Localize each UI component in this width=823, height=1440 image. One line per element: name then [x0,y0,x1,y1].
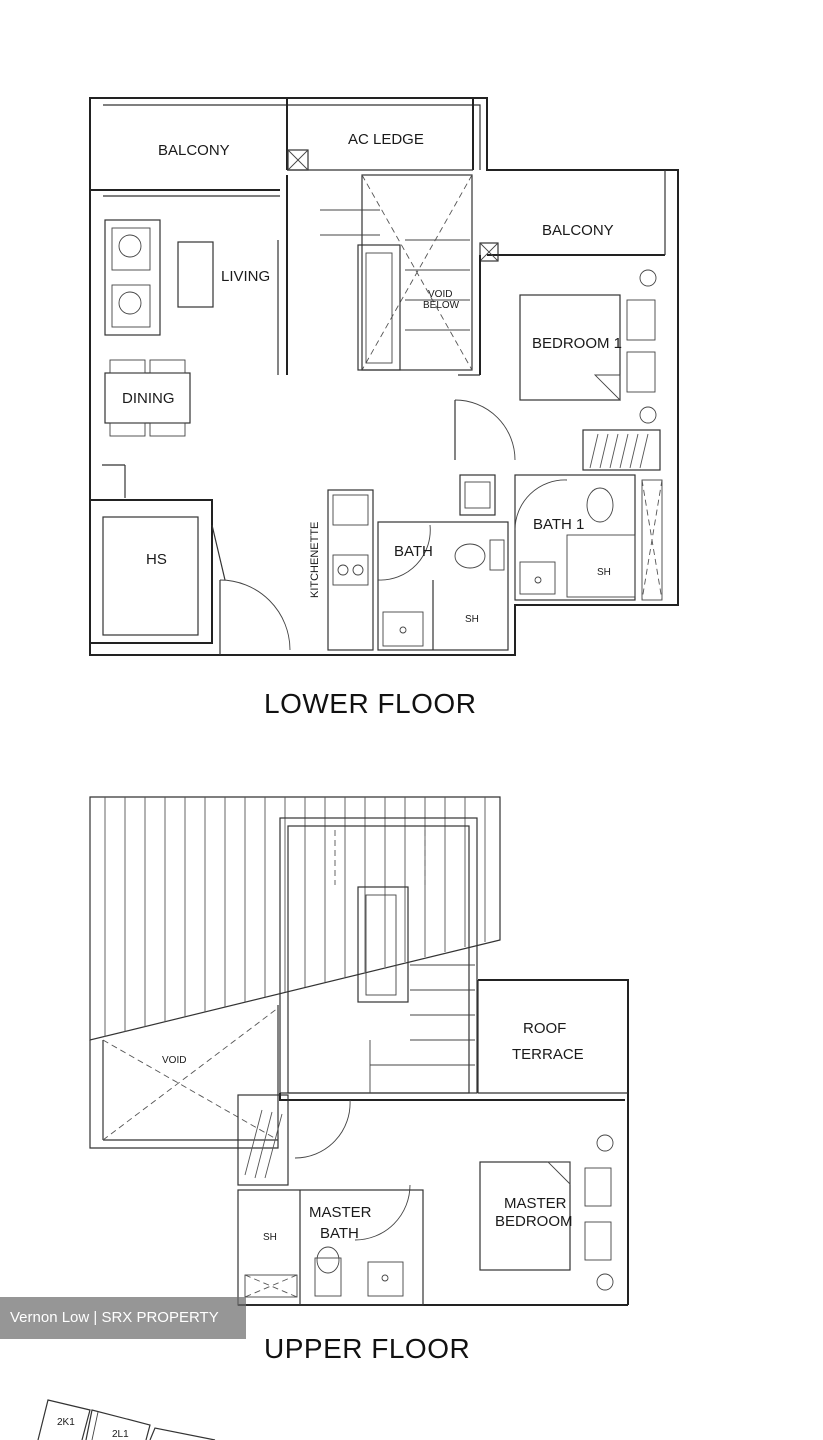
label-site-unit-2l1: 2L1 [112,1429,129,1440]
label-bath-1: BATH 1 [533,516,584,533]
label-bedroom-1: BEDROOM 1 [532,335,622,352]
label-site-unit-2k1: 2K1 [57,1417,75,1428]
label-hs: HS [146,551,167,568]
site-plan-key [37,1399,216,1440]
label-void: VOID [162,1055,186,1066]
label-roof-terrace-1: ROOF [523,1020,566,1037]
label-bath: BATH [394,543,433,560]
lower-floor-title: LOWER FLOOR [264,688,476,719]
label-kitchenette: KITCHENETTE [309,522,321,598]
label-balcony-left: BALCONY [158,142,230,159]
watermark-banner: Vernon Low | SRX PROPERTY [0,1297,246,1339]
label-void-below-2: BELOW [423,300,460,311]
label-master-bath-2: BATH [320,1225,359,1242]
label-void-below-1: VOID [428,289,452,300]
label-ac-ledge: AC LEDGE [348,131,424,148]
label-master-bath-1: MASTER [309,1204,372,1221]
label-sh: SH [263,1232,277,1243]
label-roof-terrace-2: TERRACE [512,1046,584,1063]
label-living: LIVING [221,268,270,285]
upper-floor-title: UPPER FLOOR [264,1333,470,1364]
label-balcony-right: BALCONY [542,222,614,239]
label-master-bedroom-2: BEDROOM [495,1213,573,1230]
lower-floor-plan [89,97,679,656]
label-dining: DINING [122,390,175,407]
upper-floor-plan [89,796,629,1306]
label-sh-bath: SH [465,614,479,625]
label-sh-bath-1: SH [597,567,611,578]
label-master-bedroom-1: MASTER [504,1195,567,1212]
